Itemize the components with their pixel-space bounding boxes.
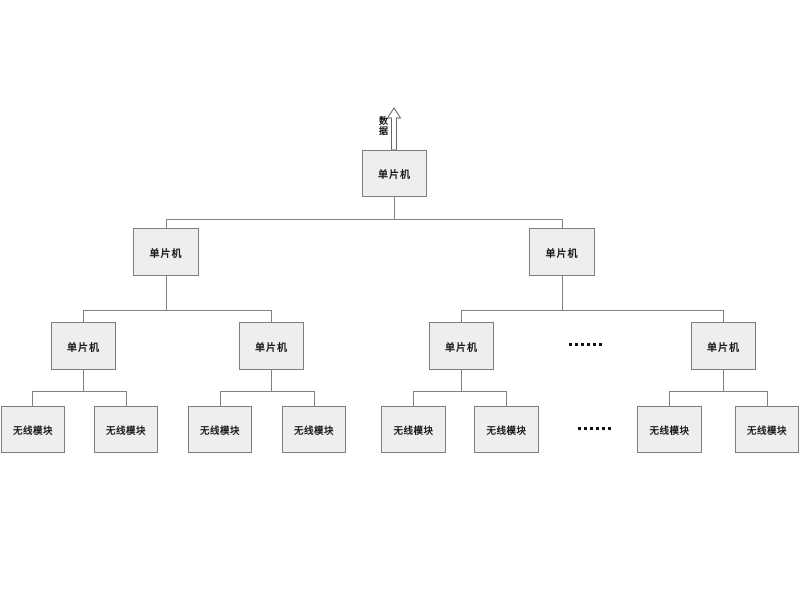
connector-line [271,370,272,391]
node-mcu-l3-1: 单片机 [239,322,304,370]
node-mcu-l2-0: 单片机 [133,228,199,276]
ellipsis-bottom-level [578,427,611,430]
node-mcu-root: 单片机 [362,150,427,197]
node-mcu-l2-1: 单片机 [529,228,595,276]
node-wireless-module-0: 无线模块 [1,406,65,453]
connector-line [166,276,167,310]
node-mcu-l3-3: 单片机 [691,322,756,370]
connector-line [461,370,462,391]
connector-line [767,391,768,406]
connector-line [461,310,462,322]
connector-line [394,197,395,219]
connector-line [32,391,33,406]
connector-line [220,391,221,406]
node-wireless-module-5: 无线模块 [474,406,539,453]
connector-line [669,391,670,406]
connector-line [461,310,724,311]
connector-line [83,310,272,311]
connector-line [723,370,724,391]
connector-line [166,219,167,228]
connector-line [562,219,563,228]
connector-line [166,219,563,220]
connector-line [83,310,84,322]
node-wireless-module-1: 无线模块 [94,406,158,453]
ellipsis-mid-level [569,343,602,346]
connector-line [314,391,315,406]
connector-line [413,391,414,406]
connector-line [271,310,272,322]
connector-line [83,370,84,391]
node-wireless-module-3: 无线模块 [282,406,346,453]
node-wireless-module-4: 无线模块 [381,406,446,453]
node-wireless-module-2: 无线模块 [188,406,252,453]
connector-line [506,391,507,406]
arrow-label: 数据 [378,116,388,136]
connector-line [723,310,724,322]
node-mcu-l3-0: 单片机 [51,322,116,370]
node-wireless-module-7: 无线模块 [735,406,799,453]
connector-line [32,391,127,392]
connector-line [126,391,127,406]
connector-line [413,391,507,392]
connector-line [669,391,768,392]
node-mcu-l3-2: 单片机 [429,322,494,370]
connector-line [562,276,563,310]
connector-line [220,391,315,392]
node-wireless-module-6: 无线模块 [637,406,702,453]
